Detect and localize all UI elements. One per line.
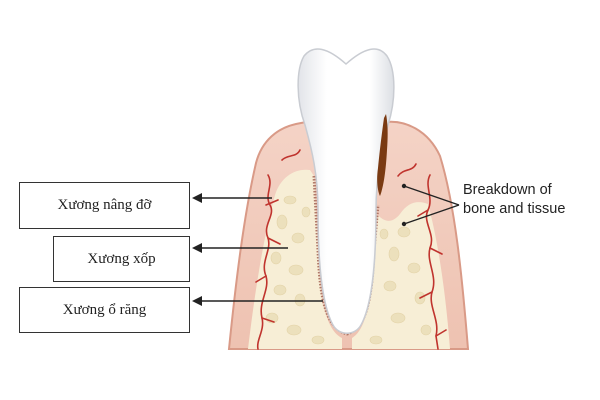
bone-right — [352, 202, 450, 349]
blood-vessels — [255, 149, 447, 350]
breakdown-annotation: Breakdown of bone and tissue — [463, 181, 593, 219]
breakdown-annotation-line2: bone and tissue — [463, 201, 566, 217]
label-alveolar-bone: Xương ổ răng — [19, 287, 190, 333]
calculus-deposit — [377, 114, 388, 196]
label-supporting-bone: Xương nâng đỡ — [19, 182, 190, 229]
arrow-heads — [192, 193, 202, 306]
breakdown-annotation-line1: Breakdown of — [463, 182, 552, 198]
label-alveolar-bone-text: Xương ổ răng — [62, 301, 147, 318]
breakdown-pointers — [403, 185, 460, 225]
label-spongy-bone-text: Xương xốp — [87, 250, 156, 267]
label-spongy-bone: Xương xốp — [53, 236, 190, 282]
pointer-arrows — [200, 197, 323, 302]
label-supporting-bone-text: Xương nâng đỡ — [57, 197, 152, 213]
bone-pores — [265, 195, 432, 345]
tooth — [297, 48, 395, 334]
